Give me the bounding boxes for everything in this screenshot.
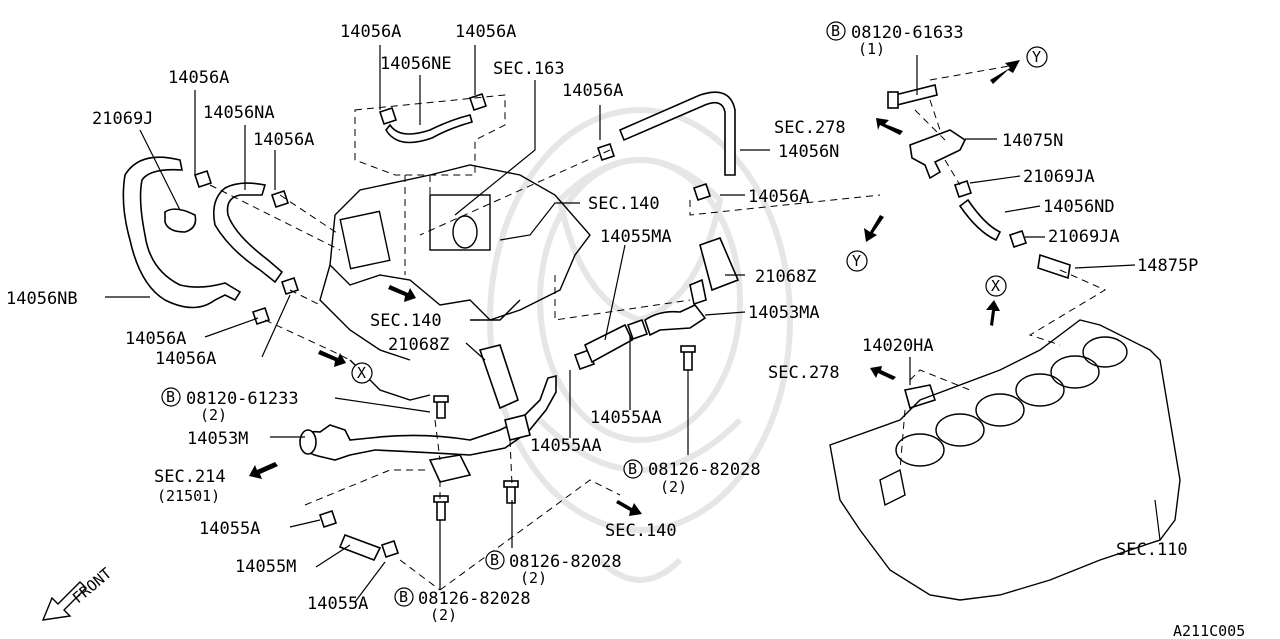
hoses-left <box>122 156 300 326</box>
label-14055A-2: 14055A <box>307 594 368 614</box>
label-14056NB: 14056NB <box>6 289 78 309</box>
label-sec163: SEC.163 <box>493 59 565 79</box>
label-bolt-82028-b-qty: (2) <box>430 606 457 624</box>
label-sec110: SEC.110 <box>1116 540 1188 560</box>
label-21068Z-l: 21068Z <box>388 335 449 355</box>
marker-x-left: X <box>351 362 373 384</box>
marker-y-top: Y <box>1026 46 1048 68</box>
label-14055AA-r: 14055AA <box>590 408 662 428</box>
label-14020HA: 14020HA <box>862 336 934 356</box>
direction-arrows <box>41 60 1020 621</box>
label-bolt-61233-qty: (2) <box>200 406 227 424</box>
leader-lines <box>105 45 1161 603</box>
label-sec214-sub: (21501) <box>157 487 220 505</box>
label-14055MA: 14055MA <box>600 227 672 247</box>
label-14056NE: 14056NE <box>380 54 452 74</box>
label-14053M: 14053M <box>187 429 248 449</box>
label-21069J: 21069J <box>92 109 153 129</box>
label-14056A-1: 14056A <box>340 22 401 42</box>
label-14056A-2: 14056A <box>455 22 516 42</box>
label-14056A-7: 14056A <box>125 329 186 349</box>
label-bolt-82028-m: 08126-82028 <box>509 552 622 572</box>
svg-text:B: B <box>831 22 840 40</box>
label-14055AA-l: 14055AA <box>530 436 602 456</box>
svg-text:X: X <box>357 364 366 382</box>
label-21069JA-1: 21069JA <box>1023 167 1095 187</box>
label-14055M: 14055M <box>235 557 296 577</box>
label-bolt-82028-b: 08126-82028 <box>418 589 531 609</box>
label-sec140-bot: SEC.140 <box>605 521 677 541</box>
label-sec278-mid: SEC.278 <box>768 363 840 383</box>
label-14056N: 14056N <box>778 142 839 162</box>
label-14056A-5: 14056A <box>253 130 314 150</box>
bolts <box>433 84 938 521</box>
bolt-marker-61233: B <box>161 387 181 407</box>
label-14075N: 14075N <box>1002 131 1063 151</box>
marker-y-mid: Y <box>846 250 868 272</box>
bolt-marker-82028-r: B <box>623 459 643 479</box>
svg-text:B: B <box>166 388 175 406</box>
label-14056ND: 14056ND <box>1043 197 1115 217</box>
label-bolt-61633: 08120-61633 <box>851 23 964 43</box>
bolt-marker-61633: B <box>826 21 846 41</box>
label-bolt-82028-r-qty: (2) <box>660 478 687 496</box>
label-sec214: SEC.214 <box>154 467 226 487</box>
label-14053MA: 14053MA <box>748 303 820 323</box>
lower-hose <box>318 509 400 562</box>
svg-text:X: X <box>991 277 1000 295</box>
label-bolt-82028-m-qty: (2) <box>520 569 547 587</box>
label-bolt-61633-qty: (1) <box>858 40 885 58</box>
label-14056A-3: 14056A <box>562 81 623 101</box>
bolt-marker-82028-m: B <box>485 550 505 570</box>
svg-text:B: B <box>490 551 499 569</box>
label-14055A-1: 14055A <box>199 519 260 539</box>
marker-x-right: X <box>985 275 1007 297</box>
bolt-marker-82028-b: B <box>394 587 414 607</box>
label-bolt-82028-r: 08126-82028 <box>648 460 761 480</box>
label-14056NA: 14056NA <box>203 103 275 123</box>
label-sec140-mid: SEC.140 <box>370 311 442 331</box>
diagram-code: A211C005 <box>1173 622 1245 639</box>
svg-text:B: B <box>628 460 637 478</box>
water-pipe-assembly <box>299 236 740 483</box>
label-14056A-8: 14056A <box>155 349 216 369</box>
label-bolt-61233: 08120-61233 <box>186 389 299 409</box>
svg-text:B: B <box>399 588 408 606</box>
watermark-emblem <box>487 107 793 583</box>
engine-block <box>829 319 1181 601</box>
label-14875P: 14875P <box>1137 256 1198 276</box>
label-21069JA-2: 21069JA <box>1048 227 1120 247</box>
label-sec140-top: SEC.140 <box>588 194 660 214</box>
dashed-lines <box>209 64 1107 591</box>
svg-text:Y: Y <box>1032 48 1041 66</box>
hoses-top <box>378 91 736 202</box>
label-sec278-top: SEC.278 <box>774 118 846 138</box>
label-14056A-4: 14056A <box>168 68 229 88</box>
right-parts <box>903 129 1071 410</box>
label-21068Z-r: 21068Z <box>755 267 816 287</box>
svg-text:Y: Y <box>852 252 861 270</box>
label-14056A-6: 14056A <box>748 187 809 207</box>
